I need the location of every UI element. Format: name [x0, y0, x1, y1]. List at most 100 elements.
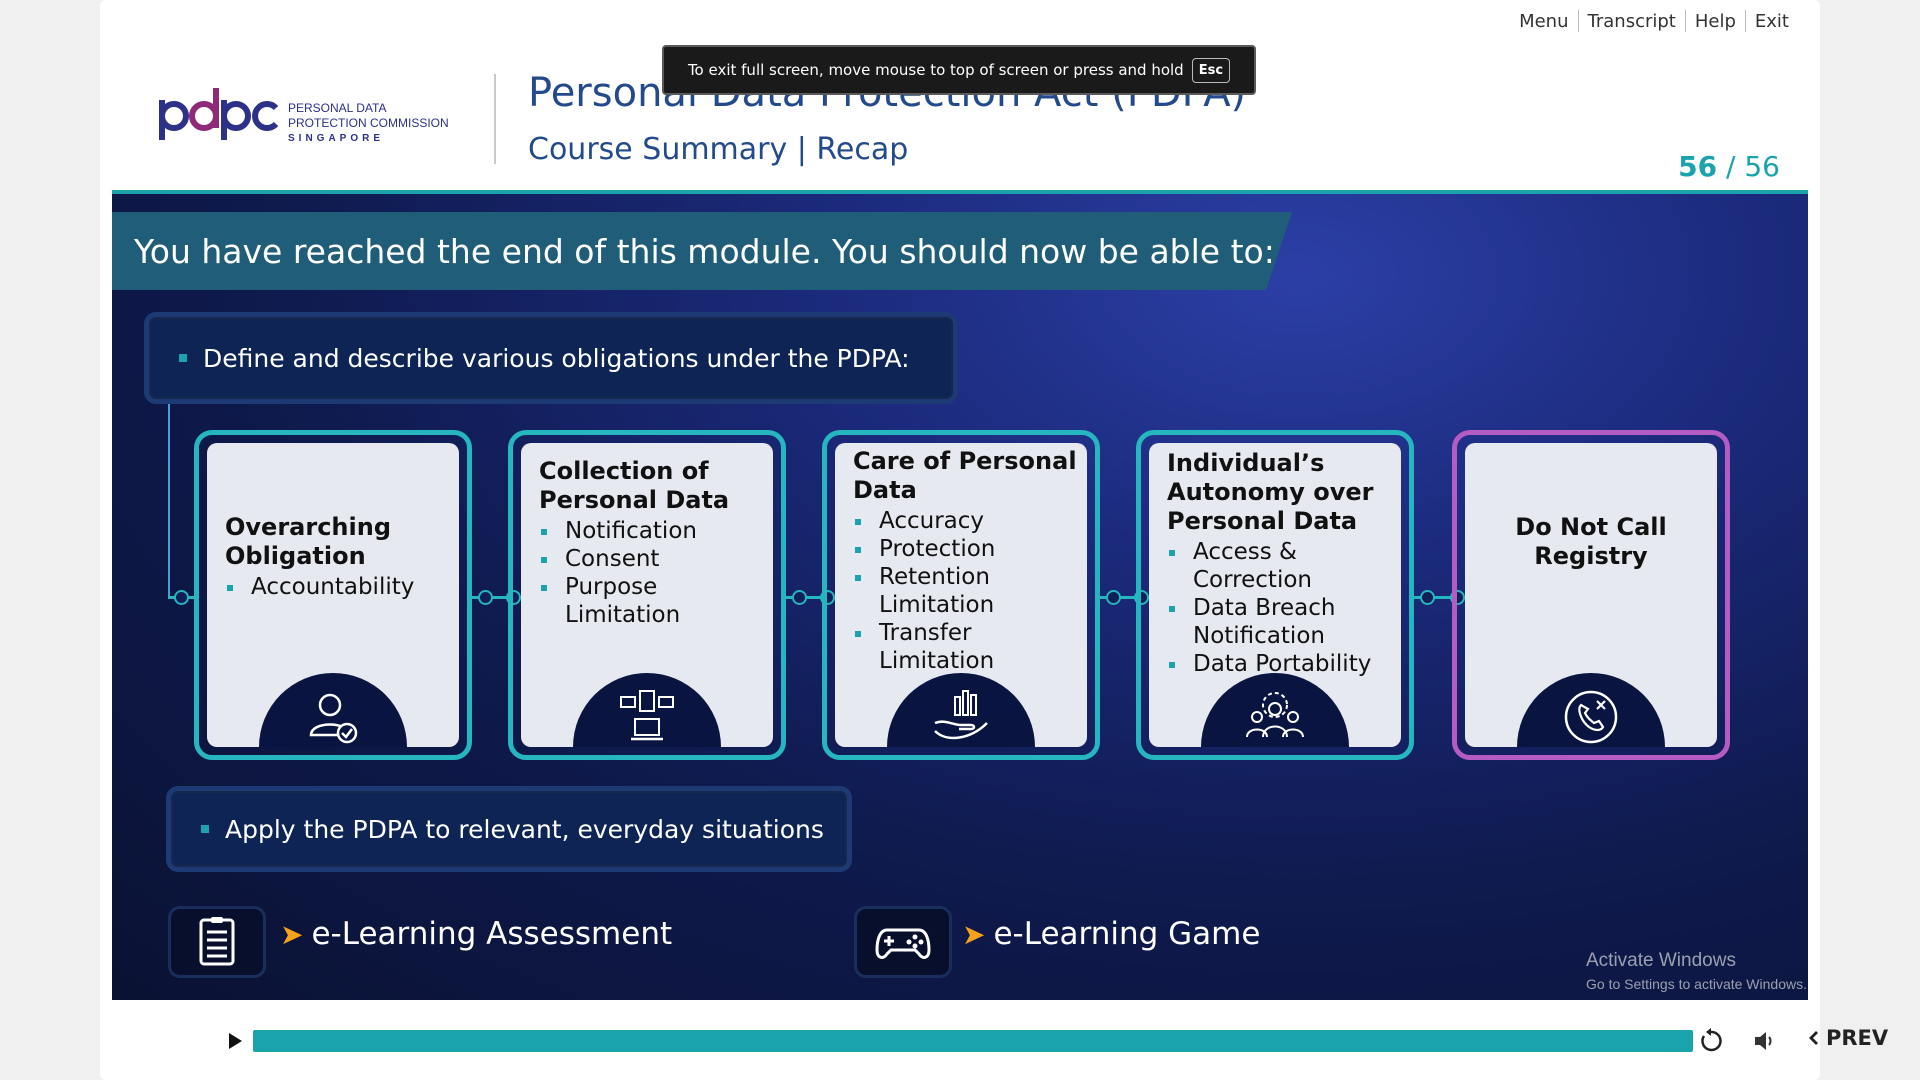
card-list: Accountability [225, 573, 449, 601]
logo-wordmark: PERSONAL DATA PROTECTION COMMISSION SING… [288, 101, 449, 146]
card-title: Overarching Obligation [225, 513, 391, 570]
current-page: 56 [1678, 150, 1718, 183]
top-nav: Menu Transcript Help Exit [1510, 10, 1798, 32]
page-counter: 56 / 56 [1678, 150, 1780, 183]
gamepad-icon [875, 928, 931, 959]
connector-node [478, 590, 493, 605]
assessment-link[interactable]: ➤ e-Learning Assessment [280, 916, 672, 952]
replay-button[interactable] [1698, 1028, 1724, 1054]
esc-key-badge: Esc [1191, 57, 1231, 83]
transcript-link[interactable]: Transcript [1587, 10, 1676, 32]
prev-button[interactable]: PREV [1808, 1026, 1888, 1050]
card-title: Individual’s Autonomy over Personal Data [1167, 449, 1374, 535]
card-title: Do Not Call Registry [1515, 513, 1667, 570]
card-list-item: Accountability [225, 573, 449, 601]
card-list-item: Data Portability [1167, 650, 1391, 678]
card-panel: Individual’s Autonomy over Personal Data… [1149, 443, 1401, 747]
play-button[interactable] [224, 1030, 246, 1052]
card-title: Collection of Personal Data [539, 457, 730, 514]
card-panel: Care of Personal Data Accuracy Protectio… [835, 443, 1087, 747]
course-player: Menu Transcript Help Exit PERSONAL DATA … [100, 0, 1888, 1080]
obligations-objective: Define and describe various obligations … [144, 312, 958, 404]
obligation-card-care: Care of Personal Data Accuracy Protectio… [822, 430, 1100, 760]
game-button[interactable] [854, 906, 952, 978]
card-list-item: Purpose Limitation [539, 573, 763, 629]
replay-icon [1701, 1028, 1722, 1052]
devices-icon [573, 673, 721, 747]
slide-heading: You have reached the end of this module.… [134, 232, 1275, 271]
card-panel: Collection of Personal Data Notification… [521, 443, 773, 747]
exit-link[interactable]: Exit [1754, 10, 1789, 32]
person-check-icon [259, 673, 407, 747]
obligation-card-collection: Collection of Personal Data Notification… [508, 430, 786, 760]
arrow-icon: ➤ [962, 917, 986, 951]
card-list-item: Access & Correction [1167, 538, 1391, 594]
card-panel: Overarching Obligation Accountability [207, 443, 459, 747]
bullet [201, 825, 209, 833]
card-list: Access & Correction Data Breach Notifica… [1167, 538, 1391, 678]
card-body: Care of Personal Data Accuracy Protectio… [853, 447, 1077, 675]
apply-objective: Apply the PDPA to relevant, everyday sit… [166, 786, 852, 872]
card-title: Care of Personal Data [853, 447, 1077, 504]
card-list-item: Retention Limitation [853, 563, 1077, 619]
card-list-item: Consent [539, 545, 763, 573]
people-gear-icon [1201, 673, 1349, 747]
game-link[interactable]: ➤ e-Learning Game [962, 916, 1260, 952]
windows-activation-watermark: Activate Windows Go to Settings to activ… [1586, 950, 1807, 992]
connector-node [1420, 590, 1435, 605]
page-separator: / [1726, 150, 1736, 183]
speaker-icon [1755, 1032, 1772, 1050]
header-divider [494, 74, 496, 164]
connector-node [792, 590, 807, 605]
card-body: Do Not Call Registry [1475, 513, 1707, 571]
chevron-left-icon [1809, 1031, 1818, 1045]
card-list: Notification Consent Purpose Limitation [539, 517, 763, 629]
connector-node [1106, 590, 1121, 605]
card-body: Collection of Personal Data Notification… [539, 457, 763, 629]
slide-canvas: You have reached the end of this module.… [112, 190, 1808, 1000]
card-list-item: Protection [853, 535, 1077, 563]
fullscreen-toast: To exit full screen, move mouse to top o… [662, 45, 1256, 95]
obligation-card-dnc: Do Not Call Registry [1452, 430, 1730, 760]
help-link[interactable]: Help [1694, 10, 1736, 32]
bullet [179, 354, 187, 362]
card-list-item: Data Breach Notification [1167, 594, 1391, 650]
arrow-icon: ➤ [280, 917, 304, 951]
course-subtitle: Course Summary | Recap [528, 132, 909, 167]
card-panel: Do Not Call Registry [1465, 443, 1717, 747]
obligation-card-overarching: Overarching Obligation Accountability [194, 430, 472, 760]
nav-divider [1684, 10, 1686, 32]
obligation-card-autonomy: Individual’s Autonomy over Personal Data… [1136, 430, 1414, 760]
logo-mark [158, 82, 279, 164]
logo-line: SINGAPORE [288, 132, 385, 144]
pdpc-logo: PERSONAL DATA PROTECTION COMMISSION SING… [158, 82, 449, 164]
logo-line: PERSONAL DATA [288, 100, 387, 115]
watermark-title: Activate Windows [1586, 950, 1736, 971]
assessment-button[interactable] [168, 906, 266, 978]
checklist-icon [199, 917, 235, 966]
progress-fill [253, 1030, 1693, 1052]
fullscreen-message: To exit full screen, move mouse to top o… [687, 61, 1184, 79]
nav-divider [1744, 10, 1746, 32]
no-call-icon [1517, 673, 1665, 747]
hand-chart-icon [887, 673, 1035, 747]
obligations-text: Define and describe various obligations … [203, 343, 910, 373]
card-body: Individual’s Autonomy over Personal Data… [1167, 449, 1391, 678]
logo-line: PROTECTION COMMISSION [288, 115, 449, 130]
card-list-item: Transfer Limitation [853, 619, 1077, 675]
connector-line [168, 404, 170, 598]
volume-button[interactable] [1752, 1028, 1778, 1054]
game-label: e-Learning Game [993, 916, 1261, 952]
card-list: Accuracy Protection Retention Limitation… [853, 507, 1077, 675]
card-list-item: Accuracy [853, 507, 1077, 535]
play-icon [229, 1033, 242, 1049]
card-body: Overarching Obligation Accountability [225, 513, 449, 601]
assessment-label: e-Learning Assessment [311, 916, 673, 952]
menu-link[interactable]: Menu [1519, 10, 1569, 32]
apply-text: Apply the PDPA to relevant, everyday sit… [225, 814, 824, 844]
total-pages: 56 [1744, 150, 1780, 183]
connector-node [174, 590, 189, 605]
prev-label: PREV [1826, 1026, 1889, 1050]
progress-bar[interactable] [253, 1030, 1693, 1052]
pdpc-logo-glyph [159, 88, 279, 140]
